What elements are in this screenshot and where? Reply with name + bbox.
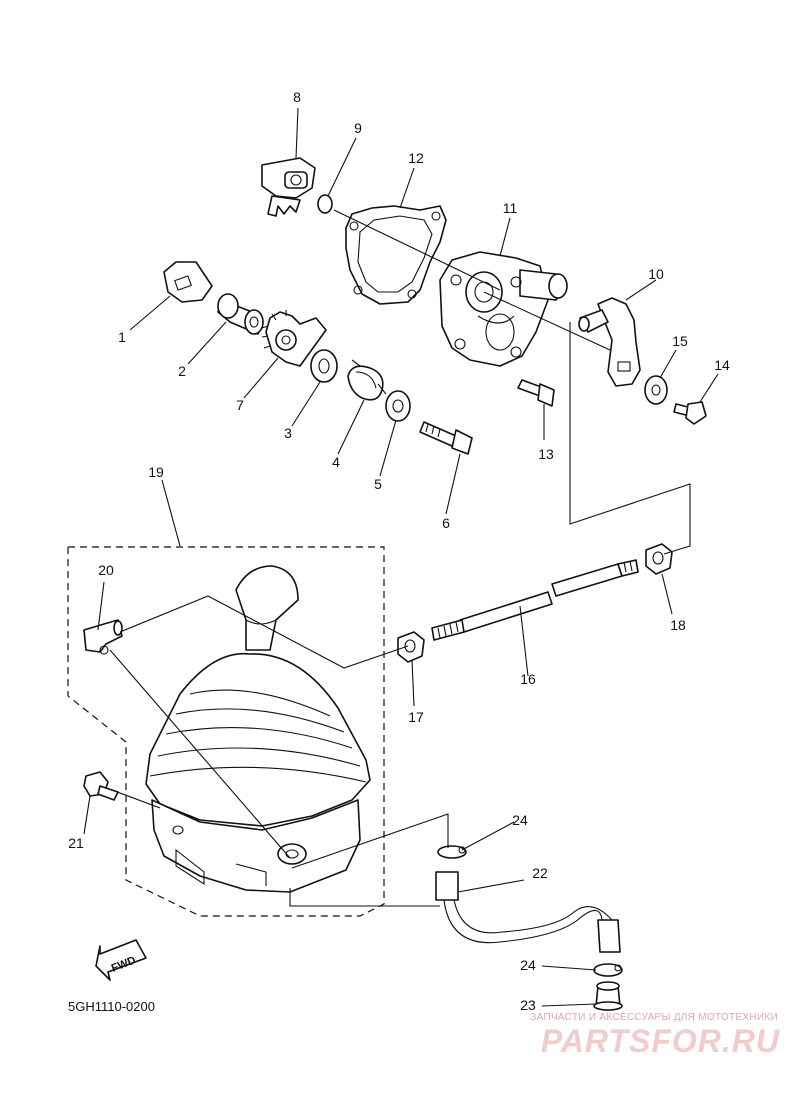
callout-17: 17 [408,709,424,725]
part-7-gear [261,310,327,367]
part-17-nut [397,631,425,663]
fwd-arrow-icon: FWD [95,939,147,981]
callout-24-bottom: 24 [520,957,536,973]
part-5-washer [385,390,411,422]
callout-2: 2 [178,363,186,379]
callout-1: 1 [118,329,126,345]
callout-4: 4 [332,454,340,470]
callout-23: 23 [520,997,536,1013]
callout-5: 5 [374,476,382,492]
part-12-gasket [345,205,447,305]
callout-22: 22 [532,865,548,881]
part-16-rod [431,559,639,641]
part-20-fitting [83,619,123,655]
part-13-bolt [517,379,555,407]
reference-lines [109,209,691,907]
watermark-brand: PARTSFOR.RU [541,1023,780,1059]
watermark-tagline: ЗАПЧАСТИ И АКСЕССУАРЫ ДЛЯ МОТОТЕХНИКИ [530,1012,778,1023]
part-18-nut [645,543,673,575]
part-3-washer [310,349,338,383]
part-9-o-ring [317,194,333,214]
part-4-spring [347,359,387,401]
callout-21: 21 [68,835,84,851]
callout-12: 12 [408,150,424,166]
callout-24-top: 24 [512,812,528,828]
part-19-shifter-assembly [145,565,371,893]
callout-7: 7 [236,397,244,413]
part-6-bolt [419,421,473,455]
callout-6: 6 [442,515,450,531]
assembly-19-boundary [67,546,385,917]
part-23-cap [593,981,623,1011]
part-21-bolt [83,771,119,801]
part-11-housing [439,251,568,367]
callout-8: 8 [293,89,301,105]
callout-3: 3 [284,425,292,441]
callout-15: 15 [672,333,688,349]
leader-lines [83,107,719,1007]
watermark: ЗАПЧАСТИ И АКСЕССУАРЫ ДЛЯ МОТОТЕХНИКИ PA… [530,1012,780,1059]
part-15-washer [644,375,668,405]
callout-14: 14 [714,357,730,373]
callout-19: 19 [148,464,164,480]
part-14-bolt [673,401,707,425]
callout-10: 10 [648,266,664,282]
part-8-switch [261,157,316,217]
part-1-plate [163,261,213,303]
part-24-clamp-top [437,845,467,859]
part-10-lever [578,297,641,387]
callout-16: 16 [520,671,536,687]
part-24-clamp-bottom [593,963,623,977]
part-22-hose [435,871,621,953]
callout-18: 18 [670,617,686,633]
callout-9: 9 [354,120,362,136]
diagram-code: 5GH1110-0200 [68,999,155,1014]
callout-20: 20 [98,562,114,578]
part-2-collar [217,293,264,335]
callout-13: 13 [538,446,554,462]
callout-11: 11 [503,200,518,216]
callout-numbers: 8 9 12 11 10 1 2 7 3 4 5 6 13 15 14 19 2… [68,89,730,1013]
